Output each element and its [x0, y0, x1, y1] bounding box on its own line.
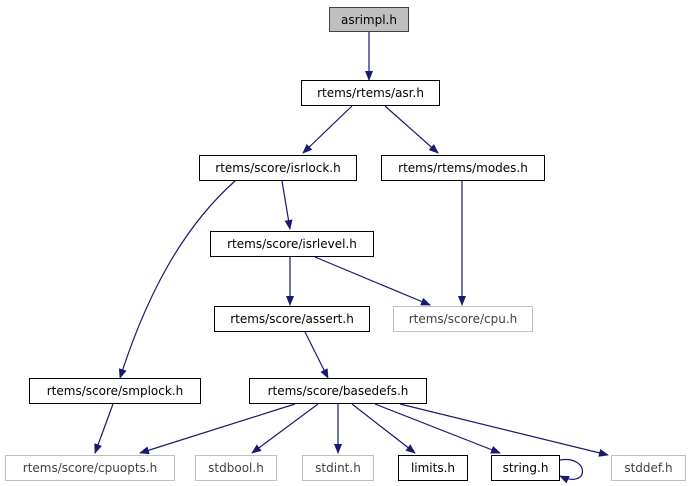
node-assert[interactable]: rtems/score/assert.h: [214, 306, 370, 332]
node-stdbool: stdbool.h: [195, 455, 277, 481]
node-asr[interactable]: rtems/rtems/asr.h: [301, 80, 440, 106]
edge-basedefs-cpuopts: [139, 403, 296, 455]
node-cpuopts: rtems/score/cpuopts.h: [5, 455, 175, 481]
node-stdint: stdint.h: [302, 455, 374, 481]
edge-string-string-self: [559, 459, 584, 484]
node-basedefs[interactable]: rtems/score/basedefs.h: [249, 378, 427, 404]
edge-basedefs-limits: [351, 403, 416, 454]
edge-basedefs-string: [374, 403, 501, 454]
edge-assert-basedefs: [304, 331, 329, 379]
node-modes[interactable]: rtems/rtems/modes.h: [381, 155, 545, 181]
node-smplock[interactable]: rtems/score/smplock.h: [29, 378, 201, 404]
edge-asr-modes: [384, 105, 439, 154]
node-stddef: stddef.h: [611, 455, 686, 481]
node-isrlock[interactable]: rtems/score/isrlock.h: [199, 155, 357, 181]
node-cpu: rtems/score/cpu.h: [393, 306, 533, 332]
edge-basedefs-stddef: [399, 403, 609, 457]
edge-asr-isrlock: [302, 105, 353, 154]
edge-smplock-cpuopts: [94, 403, 114, 454]
edge-basedefs-stdbool: [251, 403, 319, 454]
edge-isrlock-smplock: [118, 180, 236, 379]
edge-isrlock-isrlevel: [281, 180, 293, 230]
node-string[interactable]: string.h: [491, 455, 560, 481]
node-isrlevel[interactable]: rtems/score/isrlevel.h: [210, 231, 374, 257]
node-limits[interactable]: limits.h: [398, 455, 468, 481]
edge-isrlevel-cpu: [314, 256, 431, 306]
node-asrimpl: asrimpl.h: [329, 7, 409, 32]
